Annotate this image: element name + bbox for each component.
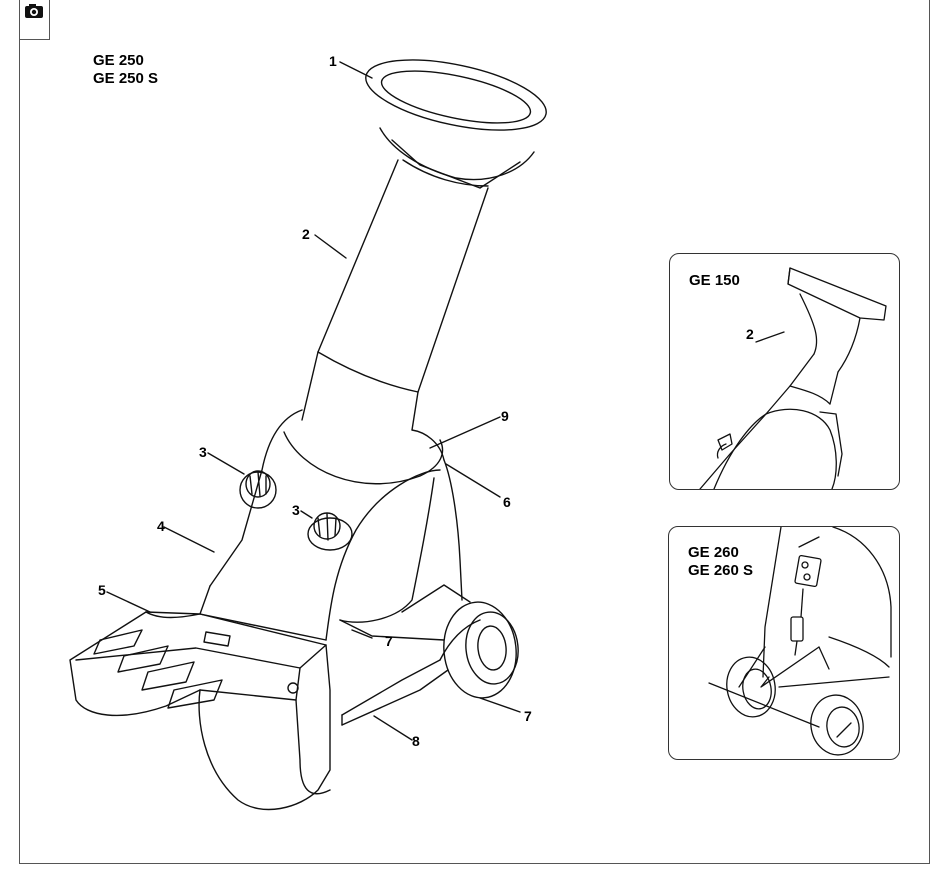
callout-9: 9: [501, 408, 509, 424]
model-label-ge150: GE 150: [689, 272, 740, 290]
inset-ge150: GE 150 2: [669, 253, 900, 490]
callout-8: 8: [412, 733, 420, 749]
callout-2: 2: [302, 226, 310, 242]
callout-6: 6: [503, 494, 511, 510]
model-label-ge250: GE 250: [93, 52, 144, 70]
model-label-ge260: GE 260: [688, 544, 739, 562]
callout-3-upper: 3: [199, 444, 207, 460]
callout-1: 1: [329, 53, 337, 69]
callout-2-inset: 2: [746, 326, 754, 342]
callout-4: 4: [157, 518, 165, 534]
model-label-ge250s: GE 250 S: [93, 70, 158, 88]
callout-7-frame: 7: [385, 633, 393, 649]
model-label-ge260s: GE 260 S: [688, 562, 753, 580]
callout-3-lower: 3: [292, 502, 300, 518]
callout-7-wheel: 7: [524, 708, 532, 724]
inset-ge260: GE 260 GE 260 S: [668, 526, 900, 760]
callout-5: 5: [98, 582, 106, 598]
